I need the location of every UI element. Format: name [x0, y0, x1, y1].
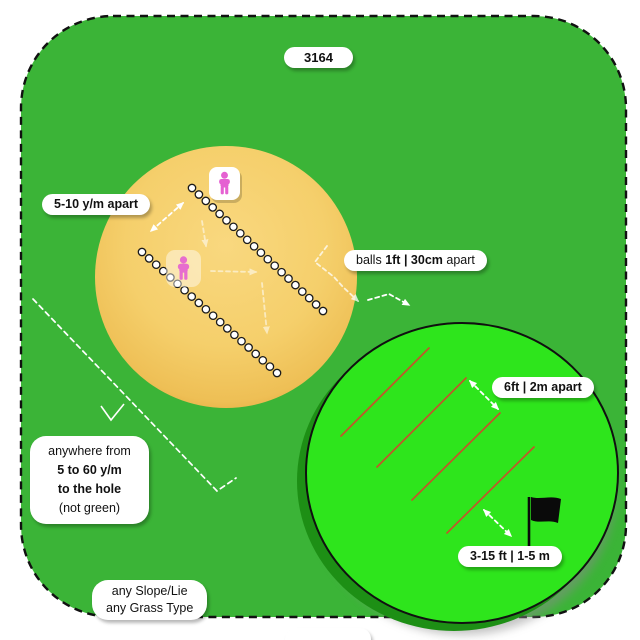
ball [263, 254, 273, 264]
distance-note: anywhere from 5 to 60 y/m to the hole (n… [30, 436, 149, 524]
ball [173, 279, 182, 289]
ball [201, 304, 211, 314]
ball [297, 287, 307, 296]
ball [144, 254, 154, 263]
ball [272, 368, 282, 378]
ball [187, 292, 197, 301]
distance-note-line1: anywhere from [48, 444, 131, 458]
ball-rows [137, 183, 328, 378]
ball-spacing-suffix: apart [442, 253, 475, 267]
ball [194, 190, 204, 199]
ball [235, 228, 245, 238]
ball [229, 222, 238, 232]
landing-line [411, 412, 501, 501]
ball [208, 311, 218, 321]
conditions-note: any Slope/Lie any Grass Type [92, 580, 208, 620]
ball [291, 280, 300, 290]
ball [137, 247, 147, 257]
ball [304, 293, 314, 303]
ball-spacing-cm: 30cm [410, 253, 443, 267]
ball [270, 261, 280, 271]
ball [201, 196, 211, 206]
row-spacing-label: 5-10 y/m apart [42, 194, 151, 215]
ball [244, 343, 253, 352]
ball [222, 216, 231, 225]
ball [194, 298, 204, 308]
ball [215, 209, 224, 219]
ball [284, 274, 293, 283]
distance-note-line2: 5 to 60 y/m [57, 463, 122, 477]
ball [318, 306, 328, 316]
ball [151, 260, 161, 270]
distance-note-line3: to the hole [57, 482, 122, 496]
ball [242, 235, 252, 245]
green-line-spacing-label: 6ft | 2m apart [492, 377, 594, 398]
golfer-middle [166, 250, 201, 287]
ball [180, 285, 189, 295]
ball [311, 300, 321, 309]
ball-spacing-ft: 1ft [385, 253, 401, 267]
distance-note-line4: (not green) [58, 501, 121, 515]
ball [251, 349, 261, 359]
ball [256, 248, 266, 258]
ball-spacing-label: balls 1ft | 30cm apart [344, 250, 487, 271]
ball [187, 183, 197, 193]
ball-spacing-prefix: balls [356, 253, 386, 267]
golfer-top [209, 167, 242, 203]
guide-arrows [201, 220, 270, 335]
bottom-number-pill [285, 628, 371, 640]
putting-green [305, 322, 619, 624]
ball [249, 241, 259, 251]
ball [222, 324, 232, 333]
ball [166, 273, 175, 282]
ball [215, 317, 225, 327]
ball [265, 362, 275, 371]
row-spacing-arrow [149, 202, 185, 232]
ball [258, 355, 268, 365]
hole-distance-label: 3-15 ft | 1-5 m [458, 546, 562, 567]
ball [230, 330, 239, 340]
landing-line [376, 377, 467, 468]
landing-line [340, 347, 430, 437]
ball [158, 266, 168, 276]
label-path [313, 245, 360, 303]
conditions-note-line1: any Slope/Lie [111, 584, 188, 598]
ball [237, 336, 246, 346]
landing-line [446, 446, 535, 534]
landing-lines [340, 347, 535, 534]
ball [208, 203, 218, 212]
ball-spacing-separator: | [400, 253, 411, 267]
drill-number-pill: 3164 [284, 47, 353, 68]
green-arrows [367, 293, 513, 538]
ball [277, 267, 286, 277]
flag-icon [527, 497, 561, 546]
conditions-note-line2: any Grass Type [106, 601, 194, 615]
distance-path [32, 298, 237, 493]
